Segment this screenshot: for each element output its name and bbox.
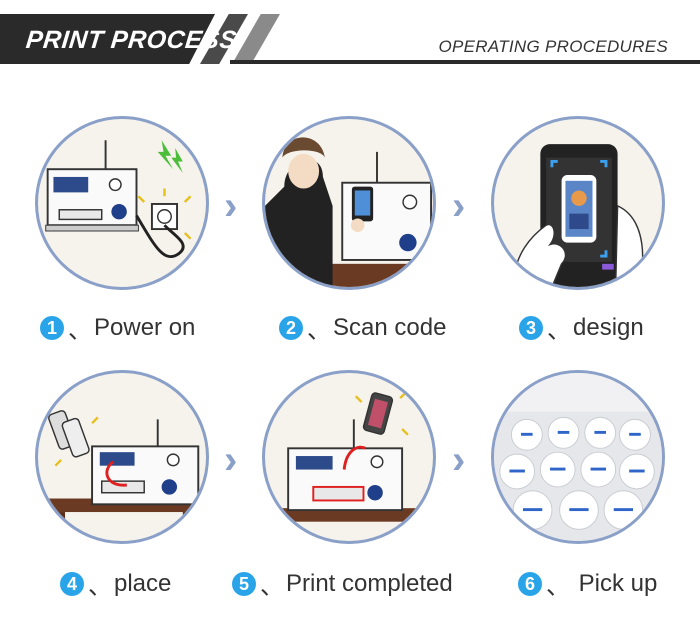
print-completed-illustration [265, 391, 433, 541]
printed-golf-balls-photo [494, 373, 662, 541]
step-title: design [573, 313, 644, 341]
phone-design-illustration [512, 144, 644, 287]
step-5-image [262, 370, 436, 544]
banner-dark-block [0, 14, 215, 64]
chevron-right-icon: › [452, 438, 466, 482]
step-number-badge: 3 [519, 315, 543, 340]
step-title: place [114, 569, 172, 597]
step-number-badge: 2 [279, 315, 303, 340]
header-banner: PRINT PROCESS OPERATING PROCEDURES [0, 0, 700, 64]
step-4-label: 4 、 place [60, 566, 171, 601]
step-1-label: 1 、 Power on [40, 310, 195, 345]
printer-power-illustration [45, 140, 192, 258]
separator: 、 [68, 317, 92, 344]
step-5-label: 5 、 Print completed [232, 566, 453, 601]
step-title: Pick up [572, 569, 658, 597]
page-title: PRINT PROCESS [24, 26, 239, 54]
page-subtitle: OPERATING PROCEDURES [438, 37, 668, 56]
step-3-label: 3 、 design [519, 310, 644, 345]
step-number-badge: 1 [40, 315, 64, 340]
step-6-label: 6 、 Pick up [518, 566, 657, 601]
step-1-image [35, 116, 209, 290]
step-title: Power on [94, 313, 196, 341]
step-title: Scan code [333, 313, 447, 341]
separator: 、 [547, 317, 571, 344]
scan-code-illustration [265, 137, 433, 287]
step-title: Print completed [286, 569, 453, 597]
step-3-image [491, 116, 665, 290]
separator: 、 [260, 573, 284, 600]
separator: 、 [307, 317, 331, 344]
step-2-image [262, 116, 436, 290]
chevron-right-icon: › [452, 184, 466, 228]
step-6-image [491, 370, 665, 544]
step-number-badge: 4 [60, 571, 84, 596]
separator: 、 [88, 573, 112, 600]
place-item-illustration [41, 408, 206, 541]
step-number-badge: 6 [518, 571, 542, 596]
step-number-badge: 5 [232, 571, 256, 596]
header-divider [230, 60, 700, 64]
chevron-right-icon: › [224, 438, 238, 482]
step-2-label: 2 、 Scan code [279, 310, 446, 345]
chevron-right-icon: › [224, 184, 238, 228]
step-4-image [35, 370, 209, 544]
separator: 、 [546, 573, 570, 600]
